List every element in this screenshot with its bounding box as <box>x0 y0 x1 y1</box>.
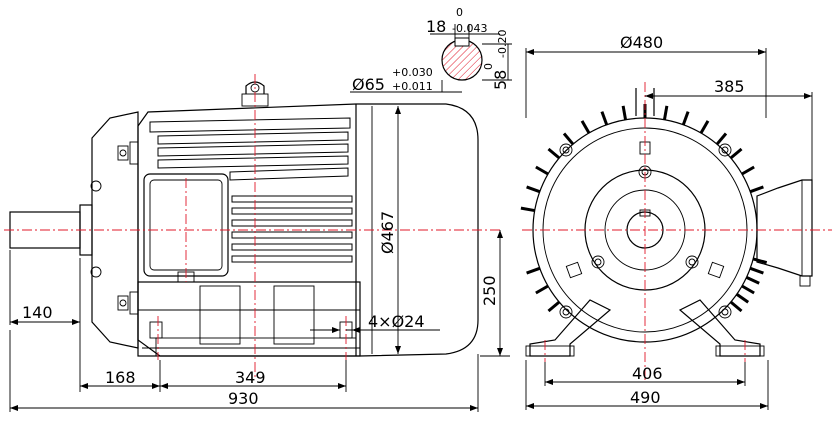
radial-fin <box>526 266 541 275</box>
radial-fin <box>535 165 549 176</box>
key-width-tol-upper: 0 <box>456 6 463 19</box>
radial-fin <box>562 132 575 146</box>
radial-fin <box>547 147 561 160</box>
dim-foot-to-shaft: 168 <box>105 368 136 387</box>
end-terminal-box <box>756 179 813 277</box>
dim-foot-spacing-side: 349 <box>235 368 266 387</box>
cooling-fins-middle <box>231 195 353 263</box>
radial-fin <box>662 105 669 120</box>
motor-housing <box>137 103 479 357</box>
shaft-diameter: Ø65 <box>352 75 385 94</box>
flange-bolts <box>117 141 139 315</box>
radial-fin <box>621 105 628 120</box>
key-depth-tol-lower: -0.20 <box>496 30 509 58</box>
radial-fin <box>745 275 760 285</box>
dim-overall-length: 930 <box>228 389 259 408</box>
shaft-tol-upper: +0.030 <box>392 66 433 79</box>
key-depth: 58 <box>491 70 510 90</box>
side-dimensions: 140 168 349 930 Ø467 250 <box>9 106 510 412</box>
dim-center-height: 250 <box>480 275 499 306</box>
dim-housing-diameter: Ø467 <box>378 211 397 254</box>
key-width: 18 <box>426 17 446 36</box>
radial-fin <box>715 132 728 146</box>
dim-shaft-extension: 140 <box>22 303 53 322</box>
radial-fin <box>520 206 535 213</box>
radial-fin <box>735 293 750 304</box>
key-width-tol-lower: -0.043 <box>452 22 487 35</box>
radial-fin <box>749 266 764 275</box>
radial-fin <box>741 165 755 176</box>
radial-fin <box>749 185 764 194</box>
cooling-fins-top <box>149 117 351 181</box>
terminal-box <box>143 173 229 277</box>
dim-mounting-holes: 4×Ø24 <box>368 312 425 331</box>
end-dimensions: Ø480 385 406 490 <box>525 33 813 410</box>
radial-fin <box>729 147 743 160</box>
motor-feet <box>137 281 361 357</box>
radial-fin <box>580 120 591 134</box>
radial-fin <box>535 284 549 295</box>
dim-terminal-box-offset: 385 <box>714 77 745 96</box>
dim-end-diameter: Ø480 <box>620 33 663 52</box>
dim-foot-spacing-end: 406 <box>632 364 663 383</box>
radial-fins <box>520 104 768 313</box>
radial-fin <box>600 111 609 126</box>
shaft-tol-lower: +0.011 <box>392 80 433 93</box>
radial-fin <box>741 284 755 295</box>
key-depth-tol-upper: 0 <box>482 63 495 70</box>
radial-fin <box>729 300 743 313</box>
end-view <box>520 82 832 380</box>
radial-fin <box>526 185 541 194</box>
shaft-cross-section: 18 0 -0.043 58 0 -0.20 Ø65 +0.030 +0.011 <box>350 6 512 94</box>
side-view <box>4 74 500 380</box>
radial-fin <box>681 111 690 126</box>
end-feet <box>525 299 765 357</box>
dim-overall-width: 490 <box>630 388 661 407</box>
radial-fin <box>752 257 768 265</box>
radial-fin <box>547 300 561 313</box>
radial-fin <box>699 120 710 134</box>
